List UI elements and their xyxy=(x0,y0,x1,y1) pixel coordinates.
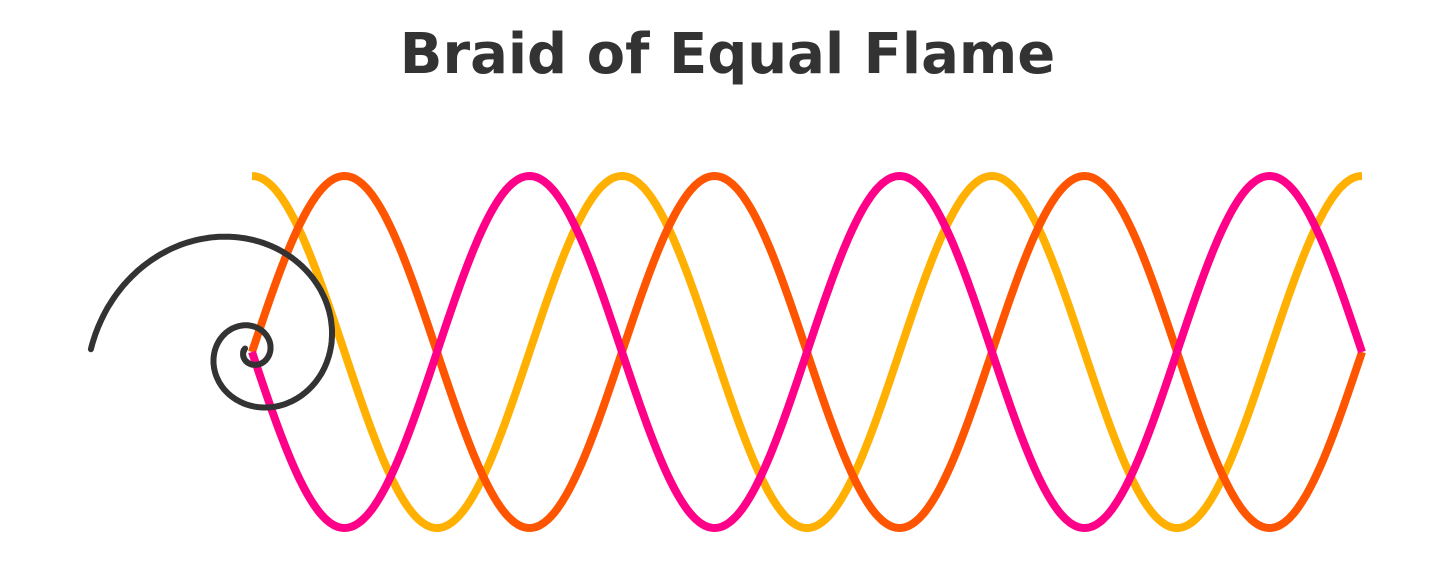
braid-strands xyxy=(248,171,1366,533)
spiral-curve xyxy=(87,233,335,411)
magenta-strand xyxy=(248,171,1366,533)
page-title: Braid of Equal Flame xyxy=(399,22,1056,87)
amber-strand xyxy=(251,171,1363,532)
